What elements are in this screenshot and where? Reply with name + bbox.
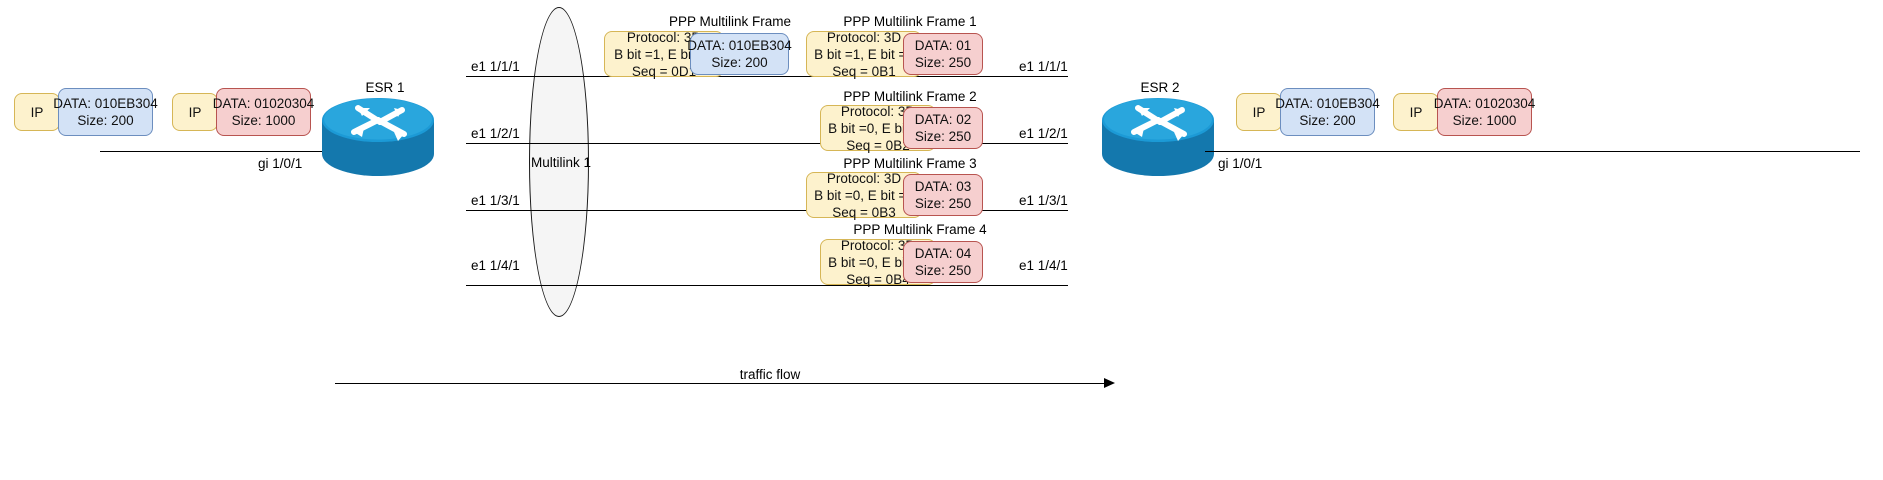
frame-3-data-line1: DATA: 03 [914, 179, 972, 194]
esr2-title: ESR 2 [1140, 80, 1180, 95]
right-packet-2-ip-label: IP [1409, 104, 1423, 120]
frame-1-header-line1: Protocol: 3D [826, 29, 902, 45]
multilink-bundle-ellipse [529, 7, 589, 317]
router-esr1-icon [318, 98, 438, 178]
frame-4-data-line2: Size: 250 [914, 263, 972, 278]
right-packet-1-data-line1: DATA: 010EB304 [1275, 96, 1380, 111]
frame-3-header: Protocol: 3D B bit =0, E bit =0 Seq = 0B… [806, 170, 922, 220]
right-packet-2-data-line1: DATA: 01020304 [1433, 96, 1536, 111]
frame-1-header-line3: Seq = 0B1 [832, 63, 896, 79]
right-port-label-4: e1 1/4/1 [1019, 258, 1068, 273]
left-port-label-3: e1 1/3/1 [471, 193, 520, 208]
link-line-1 [466, 76, 1068, 77]
frame-4-data-line1: DATA: 04 [914, 246, 972, 261]
frame-2-title: PPP Multilink Frame 2 [843, 89, 977, 104]
left-packet-2-ip-label: IP [188, 104, 202, 120]
right-packet-2-data: DATA: 01020304 Size: 1000 [1434, 88, 1535, 136]
right-port-label-2: e1 1/2/1 [1019, 126, 1068, 141]
right-packet-1-data-line2: Size: 200 [1299, 113, 1356, 128]
frame-2-header-line2: B bit =0, E bit =0 [828, 120, 928, 136]
left-port-label-2: e1 1/2/1 [471, 126, 520, 141]
frame-3-data: DATA: 03 Size: 250 [903, 174, 983, 216]
frame-0-data-line2: Size: 200 [711, 55, 768, 70]
esr1-title: ESR 1 [365, 80, 405, 95]
traffic-flow-label: traffic flow [739, 367, 801, 382]
right-port-label-1: e1 1/1/1 [1019, 59, 1068, 74]
right-lan-line [1205, 151, 1860, 152]
frame-2-data-line1: DATA: 02 [914, 112, 972, 127]
frame-4-header-line3: Seq = 0B4 [846, 271, 910, 287]
right-packet-2-data-line2: Size: 1000 [1452, 113, 1517, 128]
right-packet-1-ip: IP [1236, 93, 1282, 131]
frame-1-header-line2: B bit =1, E bit =0 [814, 46, 914, 62]
frame-0-header-line1: Protocol: 3D [626, 29, 702, 45]
frame-3-header-line1: Protocol: 3D [826, 170, 902, 186]
frame-4-header-line1: Protocol: 3D [840, 237, 916, 253]
left-packet-1-data: DATA: 010EB304 Size: 200 [53, 88, 158, 136]
frame-2-data: DATA: 02 Size: 250 [903, 107, 983, 149]
left-packet-1-ip-label: IP [30, 104, 44, 120]
left-packet-2-ip: IP [172, 93, 218, 131]
left-lan-line [100, 151, 330, 152]
frame-0-header-line2: B bit =1, E bit =1 [614, 46, 714, 62]
frame-1-title: PPP Multilink Frame 1 [843, 14, 977, 29]
right-packet-1-ip-label: IP [1252, 104, 1266, 120]
frame-3-header-line3: Seq = 0B3 [832, 204, 896, 220]
frame-3-data-line2: Size: 250 [914, 196, 972, 211]
frame-0-data-line1: DATA: 010EB304 [687, 38, 792, 53]
frame-3-title: PPP Multilink Frame 3 [843, 156, 977, 171]
frame-2-data-line2: Size: 250 [914, 129, 972, 144]
link-line-4 [466, 285, 1068, 286]
traffic-flow-line [335, 383, 1105, 384]
left-port-label-1: e1 1/1/1 [471, 59, 520, 74]
right-interface-label: gi 1/0/1 [1218, 156, 1263, 171]
traffic-flow-arrowhead [1104, 378, 1115, 388]
frame-4-header-line2: B bit =0, E bit =1 [828, 254, 928, 270]
router-esr2-icon [1098, 98, 1218, 178]
right-packet-1-data: DATA: 010EB304 Size: 200 [1275, 88, 1380, 136]
frame-0-data: DATA: 010EB304 Size: 200 [687, 33, 792, 75]
frame-4-data: DATA: 04 Size: 250 [903, 241, 983, 283]
left-packet-2-data-line1: DATA: 01020304 [212, 96, 315, 111]
left-port-label-4: e1 1/4/1 [471, 258, 520, 273]
left-packet-2-data: DATA: 01020304 Size: 1000 [213, 88, 314, 136]
frame-2-header-line3: Seq = 0B2 [846, 137, 910, 153]
frame-2-header-line1: Protocol: 3D [840, 103, 916, 119]
right-packet-2-ip: IP [1393, 93, 1439, 131]
left-packet-2-data-line2: Size: 1000 [231, 113, 296, 128]
left-interface-label: gi 1/0/1 [258, 156, 303, 171]
link-line-2 [466, 143, 1068, 144]
frame-0-title: PPP Multilink Frame [668, 14, 792, 29]
link-line-3 [466, 210, 1068, 211]
frame-1-data: DATA: 01 Size: 250 [903, 33, 983, 75]
frame-3-header-line2: B bit =0, E bit =0 [814, 187, 914, 203]
left-packet-1-ip: IP [14, 93, 60, 131]
multilink-label: Multilink 1 [531, 155, 592, 170]
frame-4-title: PPP Multilink Frame 4 [853, 222, 987, 237]
right-port-label-3: e1 1/3/1 [1019, 193, 1068, 208]
left-packet-1-data-line2: Size: 200 [77, 113, 134, 128]
frame-1-data-line2: Size: 250 [914, 55, 972, 70]
frame-0-header-line3: Seq = 0D1 [631, 63, 697, 79]
frame-1-data-line1: DATA: 01 [914, 38, 972, 53]
left-packet-1-data-line1: DATA: 010EB304 [53, 96, 158, 111]
